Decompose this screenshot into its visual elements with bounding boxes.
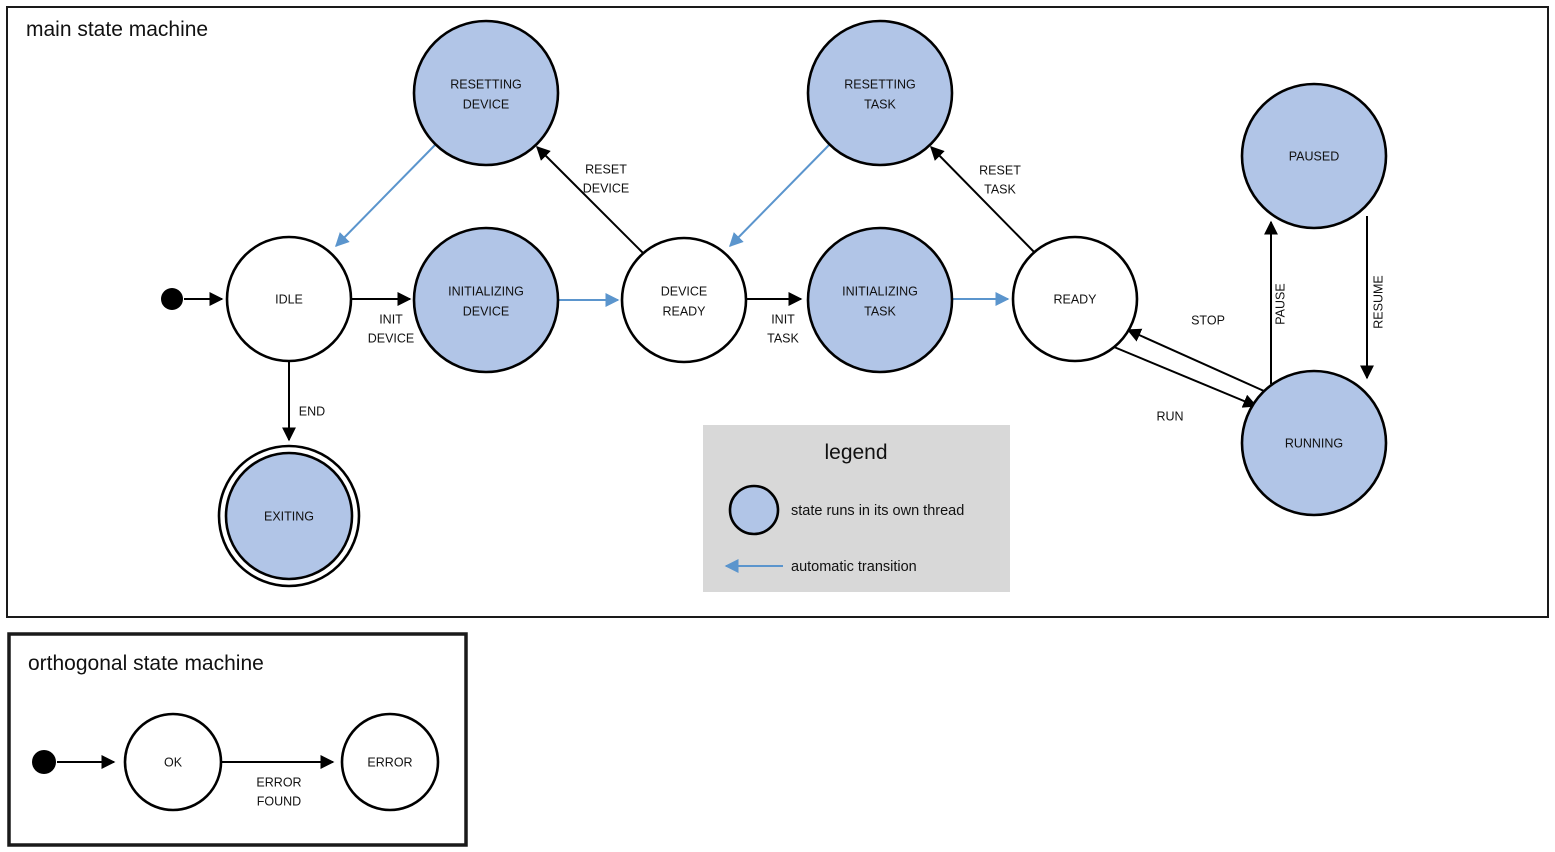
edge-ready-to-running (1113, 346, 1258, 408)
edge-label-run: RUN (1156, 409, 1183, 423)
state-resetting-task-label-line2: TASK (864, 97, 896, 111)
state-resetting-device[interactable]: RESETTING DEVICE (412, 19, 560, 167)
edge-label-error-found-line2: FOUND (257, 794, 301, 808)
state-initializing-task-label-line2: TASK (864, 304, 896, 318)
legend-thread-text: state runs in its own thread (791, 503, 964, 519)
initial-state-marker-main (161, 288, 183, 310)
edge-ready-to-resetting-task (930, 146, 1038, 256)
state-ready[interactable]: READY (1011, 235, 1139, 363)
edge-label-resume: RESUME (1371, 275, 1385, 328)
state-initializing-task[interactable]: INITIALIZING TASK (806, 226, 954, 374)
state-ok[interactable]: OK (123, 712, 223, 812)
state-initializing-task-label-line1: INITIALIZING (842, 284, 918, 298)
state-paused[interactable]: PAUSED (1240, 82, 1388, 230)
state-ok-label: OK (164, 755, 183, 769)
state-running[interactable]: RUNNING (1240, 369, 1388, 517)
state-resetting-device-label-line1: RESETTING (450, 77, 522, 91)
state-error[interactable]: ERROR (340, 712, 440, 812)
edge-device-ready-to-resetting-device (536, 146, 646, 256)
edge-label-reset-device-line2: DEVICE (583, 181, 630, 195)
state-initializing-device-label-line1: INITIALIZING (448, 284, 524, 298)
edge-label-reset-task-line2: TASK (984, 182, 1016, 196)
edge-label-stop: STOP (1191, 313, 1225, 327)
state-resetting-task[interactable]: RESETTING TASK (806, 19, 954, 167)
orthogonal-frame-title: orthogonal state machine (28, 652, 264, 675)
state-device-ready-label-line2: READY (662, 304, 706, 318)
edge-label-reset-device-line1: RESET (585, 162, 627, 176)
state-idle[interactable]: IDLE (225, 235, 353, 363)
state-paused-label: PAUSED (1289, 149, 1339, 163)
edge-label-init-task-line2: TASK (767, 331, 799, 345)
edge-label-init-device-line1: INIT (379, 312, 403, 326)
state-exiting[interactable]: EXITING (217, 444, 361, 588)
state-idle-label: IDLE (275, 292, 303, 306)
legend-automatic-text: automatic transition (791, 559, 917, 575)
legend-thread-swatch-icon (728, 484, 780, 536)
edge-resetting-task-to-device-ready (729, 143, 831, 247)
state-resetting-device-label-line2: DEVICE (463, 97, 510, 111)
state-resetting-task-label-line1: RESETTING (844, 77, 916, 91)
legend-title: legend (824, 441, 887, 464)
edge-label-end: END (299, 404, 325, 418)
state-running-label: RUNNING (1285, 436, 1343, 450)
edge-label-reset-task-line1: RESET (979, 163, 1021, 177)
edge-resetting-device-to-idle (335, 143, 437, 247)
edge-label-init-task-line1: INIT (771, 312, 795, 326)
state-error-label: ERROR (367, 755, 412, 769)
main-frame-title: main state machine (26, 18, 208, 41)
state-device-ready-label-line1: DEVICE (661, 284, 708, 298)
state-initializing-device-label-line2: DEVICE (463, 304, 510, 318)
state-device-ready[interactable]: DEVICE READY (620, 236, 748, 364)
state-exiting-label: EXITING (264, 509, 314, 523)
legend: legend state runs in its own thread auto… (703, 425, 1010, 592)
edge-label-error-found-line1: ERROR (256, 775, 301, 789)
edge-running-to-ready (1126, 328, 1265, 392)
initial-state-marker-orthogonal (32, 750, 56, 774)
edge-label-pause: PAUSE (1273, 283, 1287, 324)
state-initializing-device[interactable]: INITIALIZING DEVICE (412, 226, 560, 374)
state-ready-label: READY (1053, 292, 1097, 306)
edge-label-init-device-line2: DEVICE (368, 331, 415, 345)
